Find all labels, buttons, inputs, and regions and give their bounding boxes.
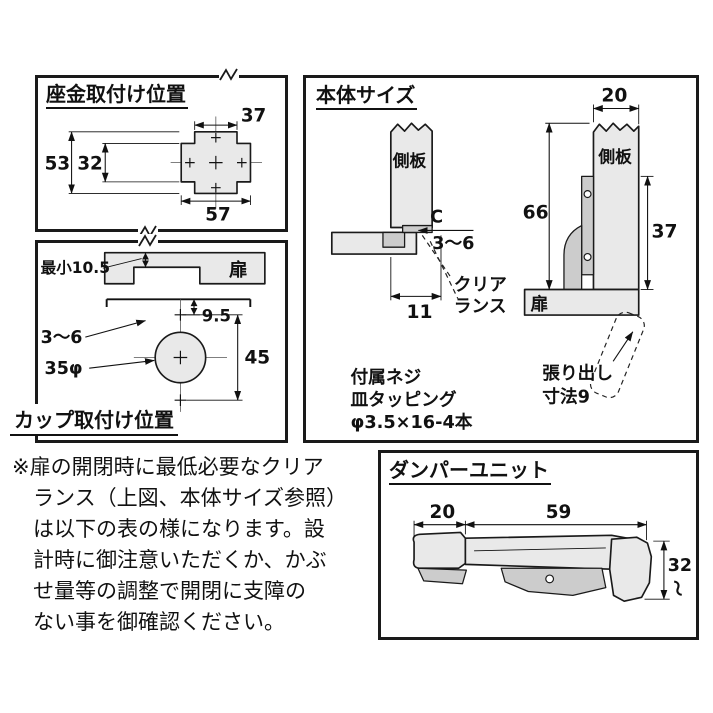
cup-dimensions: 9.5 3〜6 35φ 45 <box>41 299 270 401</box>
dim-inner-height: 32 <box>77 153 102 174</box>
dim-bottom-width: 57 <box>205 204 230 225</box>
break-zigzag-icon <box>138 234 157 247</box>
clearance-label-2: ランス <box>454 297 507 317</box>
dim-unit-height: 32 <box>668 556 692 576</box>
hinge-swing-outline <box>589 311 645 399</box>
hinge-cup-section <box>382 231 406 248</box>
damper-unit-drawing <box>412 531 653 602</box>
screw-note: 付属ネジ 皿タッピング φ3.5×16-4本 <box>350 366 472 433</box>
dim-height: 66 <box>523 203 549 224</box>
note-line-5: せ量等の調整で開閉に支障の <box>33 579 306 603</box>
body-size-diagram: 側板 C 3〜6 クリア ランス 11 <box>330 86 678 433</box>
screw-note-line2: 皿タッピング <box>350 389 456 411</box>
plate-screw-bottom <box>583 252 592 262</box>
protrusion-label-1: 張り出し <box>542 362 613 384</box>
left-flange <box>417 567 467 585</box>
width-dimension: 20 <box>592 86 640 125</box>
body-right-view: 側板 扉 20 66 <box>523 86 678 408</box>
protrusion-label-2: 寸法9 <box>542 386 590 408</box>
protrusion-annotation: 張り出し 寸法9 <box>542 311 645 408</box>
center-flange <box>500 567 607 596</box>
note-line-3: は以下の表の様になります。設 <box>33 517 325 541</box>
plate-screw-top <box>583 190 592 199</box>
plate-panel-title: 座金取付け位置 <box>46 83 188 109</box>
dim-left-width: 20 <box>430 502 456 523</box>
screw-note-line1: 付属ネジ <box>350 366 421 388</box>
dim-c-label: C <box>430 208 443 228</box>
dim-width: 20 <box>601 86 627 107</box>
hinge-cup-block <box>608 536 653 602</box>
body-left-view: 側板 C 3〜6 クリア ランス 11 <box>330 122 507 323</box>
dim-screw-offset: 9.5 <box>202 307 231 326</box>
dim-plate-height: 37 <box>652 221 678 242</box>
dim-cup-diameter: 35φ <box>45 359 83 379</box>
break-zigzag-icon <box>219 68 238 81</box>
damper-unit-diagram: 20 59 32 〜 <box>412 502 692 602</box>
dim-depth: 11 <box>407 302 433 323</box>
plate-position-diagram: 37 53 32 57 <box>45 105 267 225</box>
hinge-arm <box>563 224 583 291</box>
door-label: 扉 <box>229 259 247 281</box>
plate-height-dimension: 37 <box>640 175 678 290</box>
height-dimension: 66 <box>523 122 590 290</box>
cup-panel-title: カップ取付け位置 <box>10 404 178 436</box>
dim-screw-pitch: 45 <box>244 347 270 368</box>
dim-unit-height-tilde: 〜 <box>664 577 689 601</box>
plate-position-panel: 座金取付け位置 37 53 <box>35 75 288 232</box>
dim-edge-distance: 3〜6 <box>41 328 83 348</box>
dim-right-width: 59 <box>546 502 572 523</box>
damper-boot <box>412 531 467 570</box>
min-thickness-dimension: 最小10.5 <box>41 252 149 277</box>
plate-dimensions: 37 53 32 57 <box>45 105 267 225</box>
screw-note-line3: φ3.5×16-4本 <box>350 411 472 433</box>
note-line-4: 計時に御注意いただくか、かぶ <box>33 548 327 572</box>
dim-min-thickness: 最小10.5 <box>41 259 110 277</box>
clearance-label-1: クリア <box>454 274 507 295</box>
flange-screw <box>545 574 555 584</box>
side-panel-label-left: 側板 <box>392 151 427 171</box>
break-zigzag-icon <box>138 225 157 238</box>
damper-panel-title: ダンパーユニット <box>389 459 551 485</box>
side-panel-left-view <box>389 122 433 229</box>
screw-cross-marks <box>185 132 247 193</box>
note-line-1: ※扉の開閉時に最低必要なクリア <box>12 455 324 479</box>
body-panel-title: 本体サイズ <box>316 84 418 110</box>
border-break-mark <box>138 234 158 248</box>
dim-c-range: 3〜6 <box>432 234 474 254</box>
depth-dimension: 11 <box>390 235 442 323</box>
dim-outer-height: 53 <box>45 153 70 174</box>
body-size-panel: 本体サイズ 側板 C 3〜6 クリア ランス <box>303 75 699 443</box>
note-line-6: ない事を御確認ください。 <box>33 610 285 634</box>
cup-position-diagram: 扉 最小10.5 9.5 3〜6 <box>41 251 270 412</box>
dim-top-width: 37 <box>241 105 266 126</box>
door-right-view <box>523 288 640 316</box>
border-break-mark <box>219 68 239 82</box>
damper-dimensions: 20 59 32 〜 <box>413 502 692 601</box>
door-face-view <box>105 298 252 412</box>
clearance-annotations: C 3〜6 クリア ランス <box>417 208 507 317</box>
clearance-note: ※扉の開閉時に最低必要なクリア ランス（上図、本体サイズ参照） は以下の表の様に… <box>12 452 374 638</box>
note-line-2: ランス（上図、本体サイズ参照） <box>33 486 347 510</box>
damper-unit-panel: ダンパーユニット 20 59 <box>378 450 699 640</box>
door-label-right: 扉 <box>531 293 549 315</box>
cup-position-panel: 扉 最小10.5 9.5 3〜6 <box>35 240 288 443</box>
hinge-arm-section <box>401 224 433 234</box>
side-panel-label-right: 側板 <box>597 147 632 167</box>
